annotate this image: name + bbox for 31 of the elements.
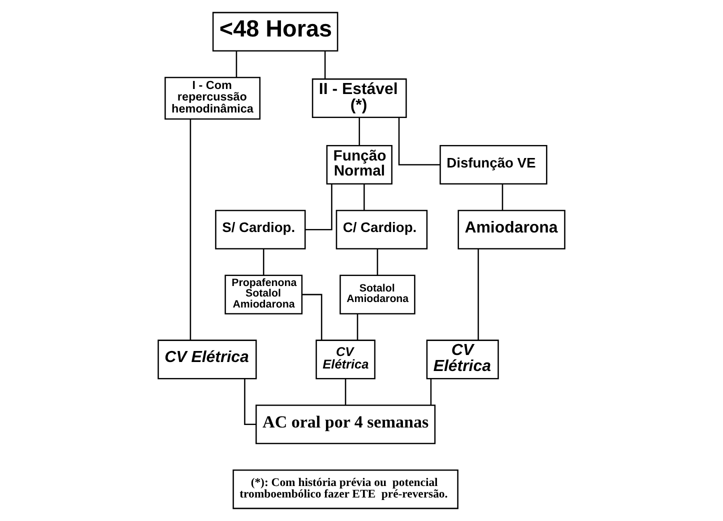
node-box: Propafenona Sotalol Amiodarona — [224, 274, 303, 314]
node-box: II - Estável (*) — [312, 78, 407, 118]
connector — [302, 294, 322, 340]
connector — [478, 248, 479, 340]
connector — [262, 249, 264, 276]
connector — [502, 184, 504, 210]
connector — [324, 50, 326, 79]
node-box: Disfunção VE — [440, 144, 548, 185]
node-box: S/ Cardiop. — [215, 210, 306, 250]
node-box: Função Normal — [326, 144, 392, 185]
node-box: CV Elétrica — [316, 340, 376, 380]
connector — [305, 184, 332, 230]
node-box: <48 Horas — [212, 12, 338, 52]
connector — [358, 117, 360, 146]
connector — [244, 378, 256, 425]
connector — [364, 184, 365, 210]
connector — [398, 117, 440, 166]
connector — [344, 378, 346, 405]
node-box: I - Com repercussão hemodinâmica — [164, 76, 261, 120]
node-box: AC oral por 4 semanas — [256, 404, 436, 444]
connector — [430, 378, 432, 405]
node-box: Amiodarona — [458, 210, 566, 250]
connector — [376, 249, 378, 276]
connector — [356, 314, 358, 340]
node-box: Sotalol Amiodarona — [340, 274, 416, 314]
connector — [236, 50, 238, 78]
node-box: CV Elétrica — [158, 340, 257, 380]
connector — [190, 119, 192, 340]
node-box: CV Elétrica — [426, 340, 499, 380]
node-box: C/ Cardiop. — [336, 210, 428, 250]
node-box: (*): Com história prévia ou potencial tromboembólico fazer ETE pré-reversão. — [232, 470, 458, 510]
